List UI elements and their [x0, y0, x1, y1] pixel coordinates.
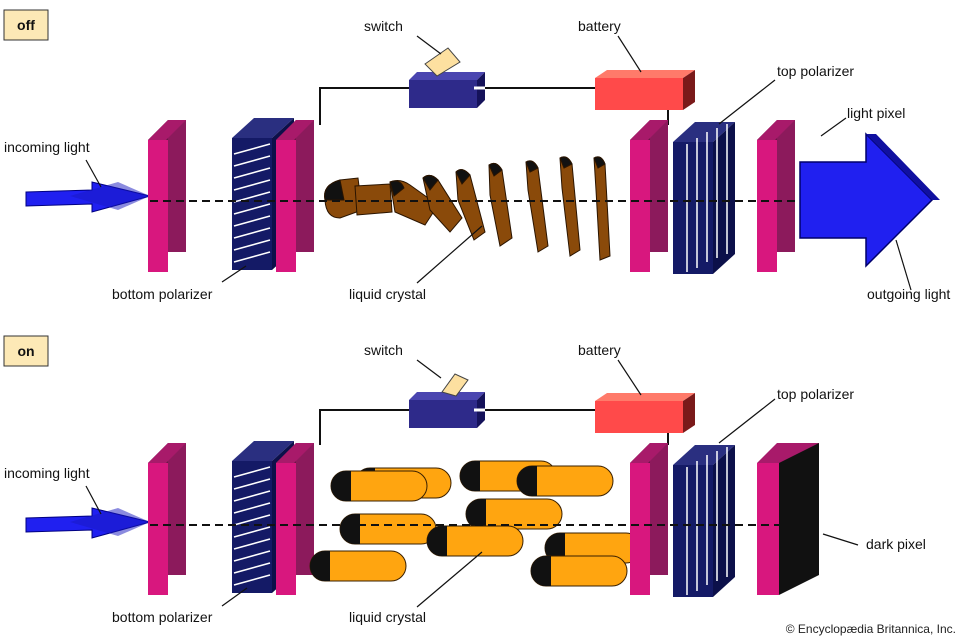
- battery-component: [595, 393, 695, 433]
- outgoing-light-arrow: [799, 132, 940, 268]
- switch-label: switch: [364, 342, 403, 358]
- pixel-label: light pixel: [847, 105, 905, 121]
- incoming-light-label: incoming light: [4, 139, 90, 155]
- bottom-glass: [148, 443, 186, 595]
- outgoing-light-label: outgoing light: [867, 286, 950, 302]
- liquid-crystal-label: liquid crystal: [349, 286, 426, 302]
- state-badge: off: [3, 9, 49, 41]
- copyright-credit: © Encyclopædia Britannica, Inc.: [786, 622, 956, 636]
- panel-off: off: [3, 9, 950, 302]
- top-polarizer: [672, 444, 736, 598]
- battery-label: battery: [578, 18, 621, 34]
- glass-plate: [276, 443, 314, 595]
- battery-label: battery: [578, 342, 621, 358]
- state-label: on: [17, 343, 34, 359]
- pixel-label: dark pixel: [866, 536, 926, 552]
- switch-label: switch: [364, 18, 403, 34]
- glass-plate: [276, 120, 314, 272]
- panel-on: on: [3, 335, 926, 625]
- leader-lines: [85, 35, 912, 291]
- dark-pixel: [757, 443, 819, 595]
- state-badge: on: [3, 335, 49, 367]
- leader-lines: [85, 359, 859, 608]
- incoming-light-label: incoming light: [4, 465, 90, 481]
- liquid-crystal-twisted: [324, 156, 611, 261]
- top-glass: [630, 443, 668, 595]
- battery-component: [595, 70, 695, 110]
- incoming-light-arrow: [25, 181, 152, 213]
- top-polarizer: [672, 121, 736, 275]
- state-label: off: [17, 17, 35, 33]
- liquid-crystal-aligned: [309, 460, 642, 587]
- pixel-glass: [757, 120, 795, 272]
- bottom-polarizer-label: bottom polarizer: [112, 286, 213, 302]
- top-polarizer-label: top polarizer: [777, 63, 854, 79]
- bottom-polarizer-label: bottom polarizer: [112, 609, 213, 625]
- liquid-crystal-label: liquid crystal: [349, 609, 426, 625]
- top-polarizer-label: top polarizer: [777, 386, 854, 402]
- incoming-light-arrow: [25, 507, 152, 539]
- top-glass: [630, 120, 668, 272]
- switch-component: [409, 47, 485, 108]
- switch-component: [409, 373, 485, 428]
- bottom-glass: [148, 120, 186, 272]
